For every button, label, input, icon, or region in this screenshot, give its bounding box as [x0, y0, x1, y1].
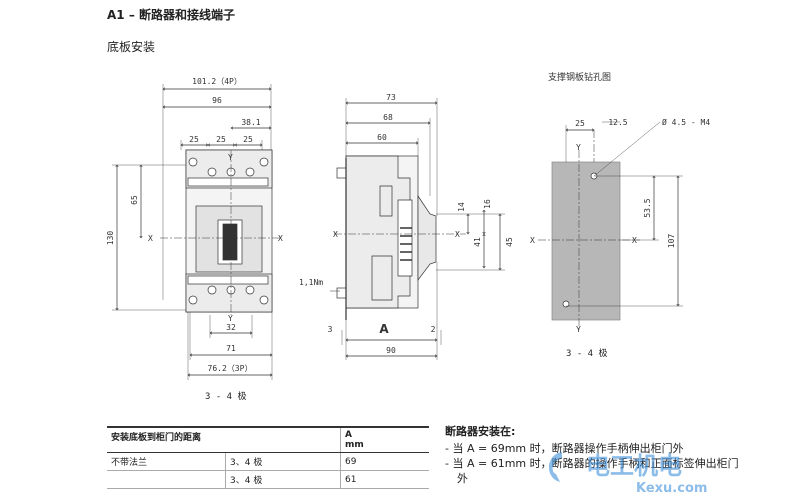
dim-107: 107 [667, 234, 676, 249]
dim-71: 71 [226, 344, 236, 353]
dim-101-2: 101.2（4P） [192, 77, 242, 86]
dim-2: 2 [431, 325, 436, 334]
drill-extension-lines [565, 121, 683, 307]
drill-axis-x-right: X [632, 236, 637, 245]
front-terminals-bottom [187, 275, 269, 305]
drill-view-caption: 3 - 4 极 [566, 349, 608, 359]
notes-title: 断路器安装在: [445, 425, 516, 438]
table-row: 3、4 极 61 [107, 470, 429, 489]
dim-68: 68 [383, 113, 393, 122]
dim-53-5: 53.5 [643, 198, 652, 217]
side-axis-x-right: X [455, 230, 460, 239]
dim-60: 60 [377, 133, 387, 142]
table-cell-poles: 3、4 极 [225, 452, 341, 471]
front-axis-y-top: Y [228, 153, 233, 162]
front-dimension-lines [117, 89, 272, 375]
table-cell-label: 不带法兰 [107, 452, 226, 471]
watermark-cn-text: 电工机电 [586, 452, 682, 480]
front-axes [160, 150, 280, 315]
dim-38-1: 38.1 [241, 118, 260, 127]
dim-130: 130 [106, 231, 115, 246]
drill-holes [562, 172, 598, 308]
table-cell-poles: 3、4 极 [225, 470, 341, 489]
table-cell-label [107, 470, 226, 489]
side-view-outline [336, 155, 437, 309]
technical-drawing: 101.2（4P） 96 38.1 25 25 25 65 130 32 71 … [106, 71, 710, 380]
table-header-a-unit: mm [345, 440, 364, 450]
table-header-distance: 安装底板到柜门的距离 [107, 426, 341, 453]
drill-title: 支撑钢板钻孔图 [548, 71, 611, 83]
dim-90: 90 [386, 346, 396, 355]
front-axis-x-right: X [278, 234, 283, 243]
side-dimension-lines [346, 103, 500, 356]
dim-25-c: 25 [243, 135, 253, 144]
dim-32: 32 [226, 323, 236, 332]
front-extension-lines [112, 84, 273, 380]
dim-76-2: 76.2（3P） [208, 364, 253, 373]
torque-label: 1,1Nm [299, 278, 323, 287]
dim-73: 73 [386, 93, 396, 102]
front-terminals-top [187, 157, 269, 187]
table-cell-value: 69 [340, 452, 429, 471]
table-row: 不带法兰 3、4 极 69 [107, 452, 429, 471]
table-header-a: A mm [340, 426, 429, 453]
dim-25-drill: 25 [575, 119, 585, 128]
watermark-swoosh [548, 452, 562, 482]
dim-a-label: A [379, 322, 389, 336]
table-header-a-symbol: A [345, 430, 352, 440]
drill-axis-y-bottom: Y [576, 325, 581, 334]
table-cell-value: 61 [340, 470, 429, 489]
hole-spec: Ø 4.5 - M4 [662, 117, 710, 127]
dim-25-a: 25 [189, 135, 199, 144]
dim-3: 3 [328, 325, 333, 334]
drill-axis-y-top: Y [576, 143, 581, 152]
dim-96: 96 [212, 96, 222, 105]
side-axis-x-left: X [333, 230, 338, 239]
distance-table: 安装底板到柜门的距离 A mm 不带法兰 3、4 极 69 3、4 极 61 [107, 426, 429, 489]
dim-12-5: 12.5 [608, 118, 627, 127]
support-plate [551, 161, 621, 321]
table-header-row: 安装底板到柜门的距离 A mm [107, 426, 429, 453]
dim-45: 45 [505, 237, 514, 247]
front-axis-y-bottom: Y [228, 314, 233, 323]
section-subtitle: 底板安装 [107, 40, 156, 54]
notes-item-2: - 当 A = 61mm 时，断路器的操作手柄和正面标签伸出柜门外 [445, 457, 739, 485]
installation-notes: 断路器安装在: - 当 A = 69mm 时，断路器操作手柄伸出柜门外 - 当 … [445, 424, 745, 486]
site-watermark-logo: 电工机电 Kexu.com [548, 452, 707, 496]
dim-25-b: 25 [216, 135, 226, 144]
watermark-en-text: Kexu.com [636, 481, 707, 496]
dim-65: 65 [130, 195, 139, 205]
drill-dimension-lines [566, 130, 678, 306]
front-view-caption: 3 - 4 极 [205, 392, 247, 402]
drill-axis-x-left: X [530, 236, 535, 245]
dim-41: 41 [473, 237, 482, 247]
dim-14: 14 [457, 202, 466, 212]
dim-16: 16 [483, 199, 492, 209]
section-title: A1 – 断路器和接线端子 [107, 8, 235, 22]
front-axis-x-left: X [148, 234, 153, 243]
side-extension-lines [341, 98, 505, 360]
notes-item-1: - 当 A = 69mm 时，断路器操作手柄伸出柜门外 [445, 442, 684, 455]
